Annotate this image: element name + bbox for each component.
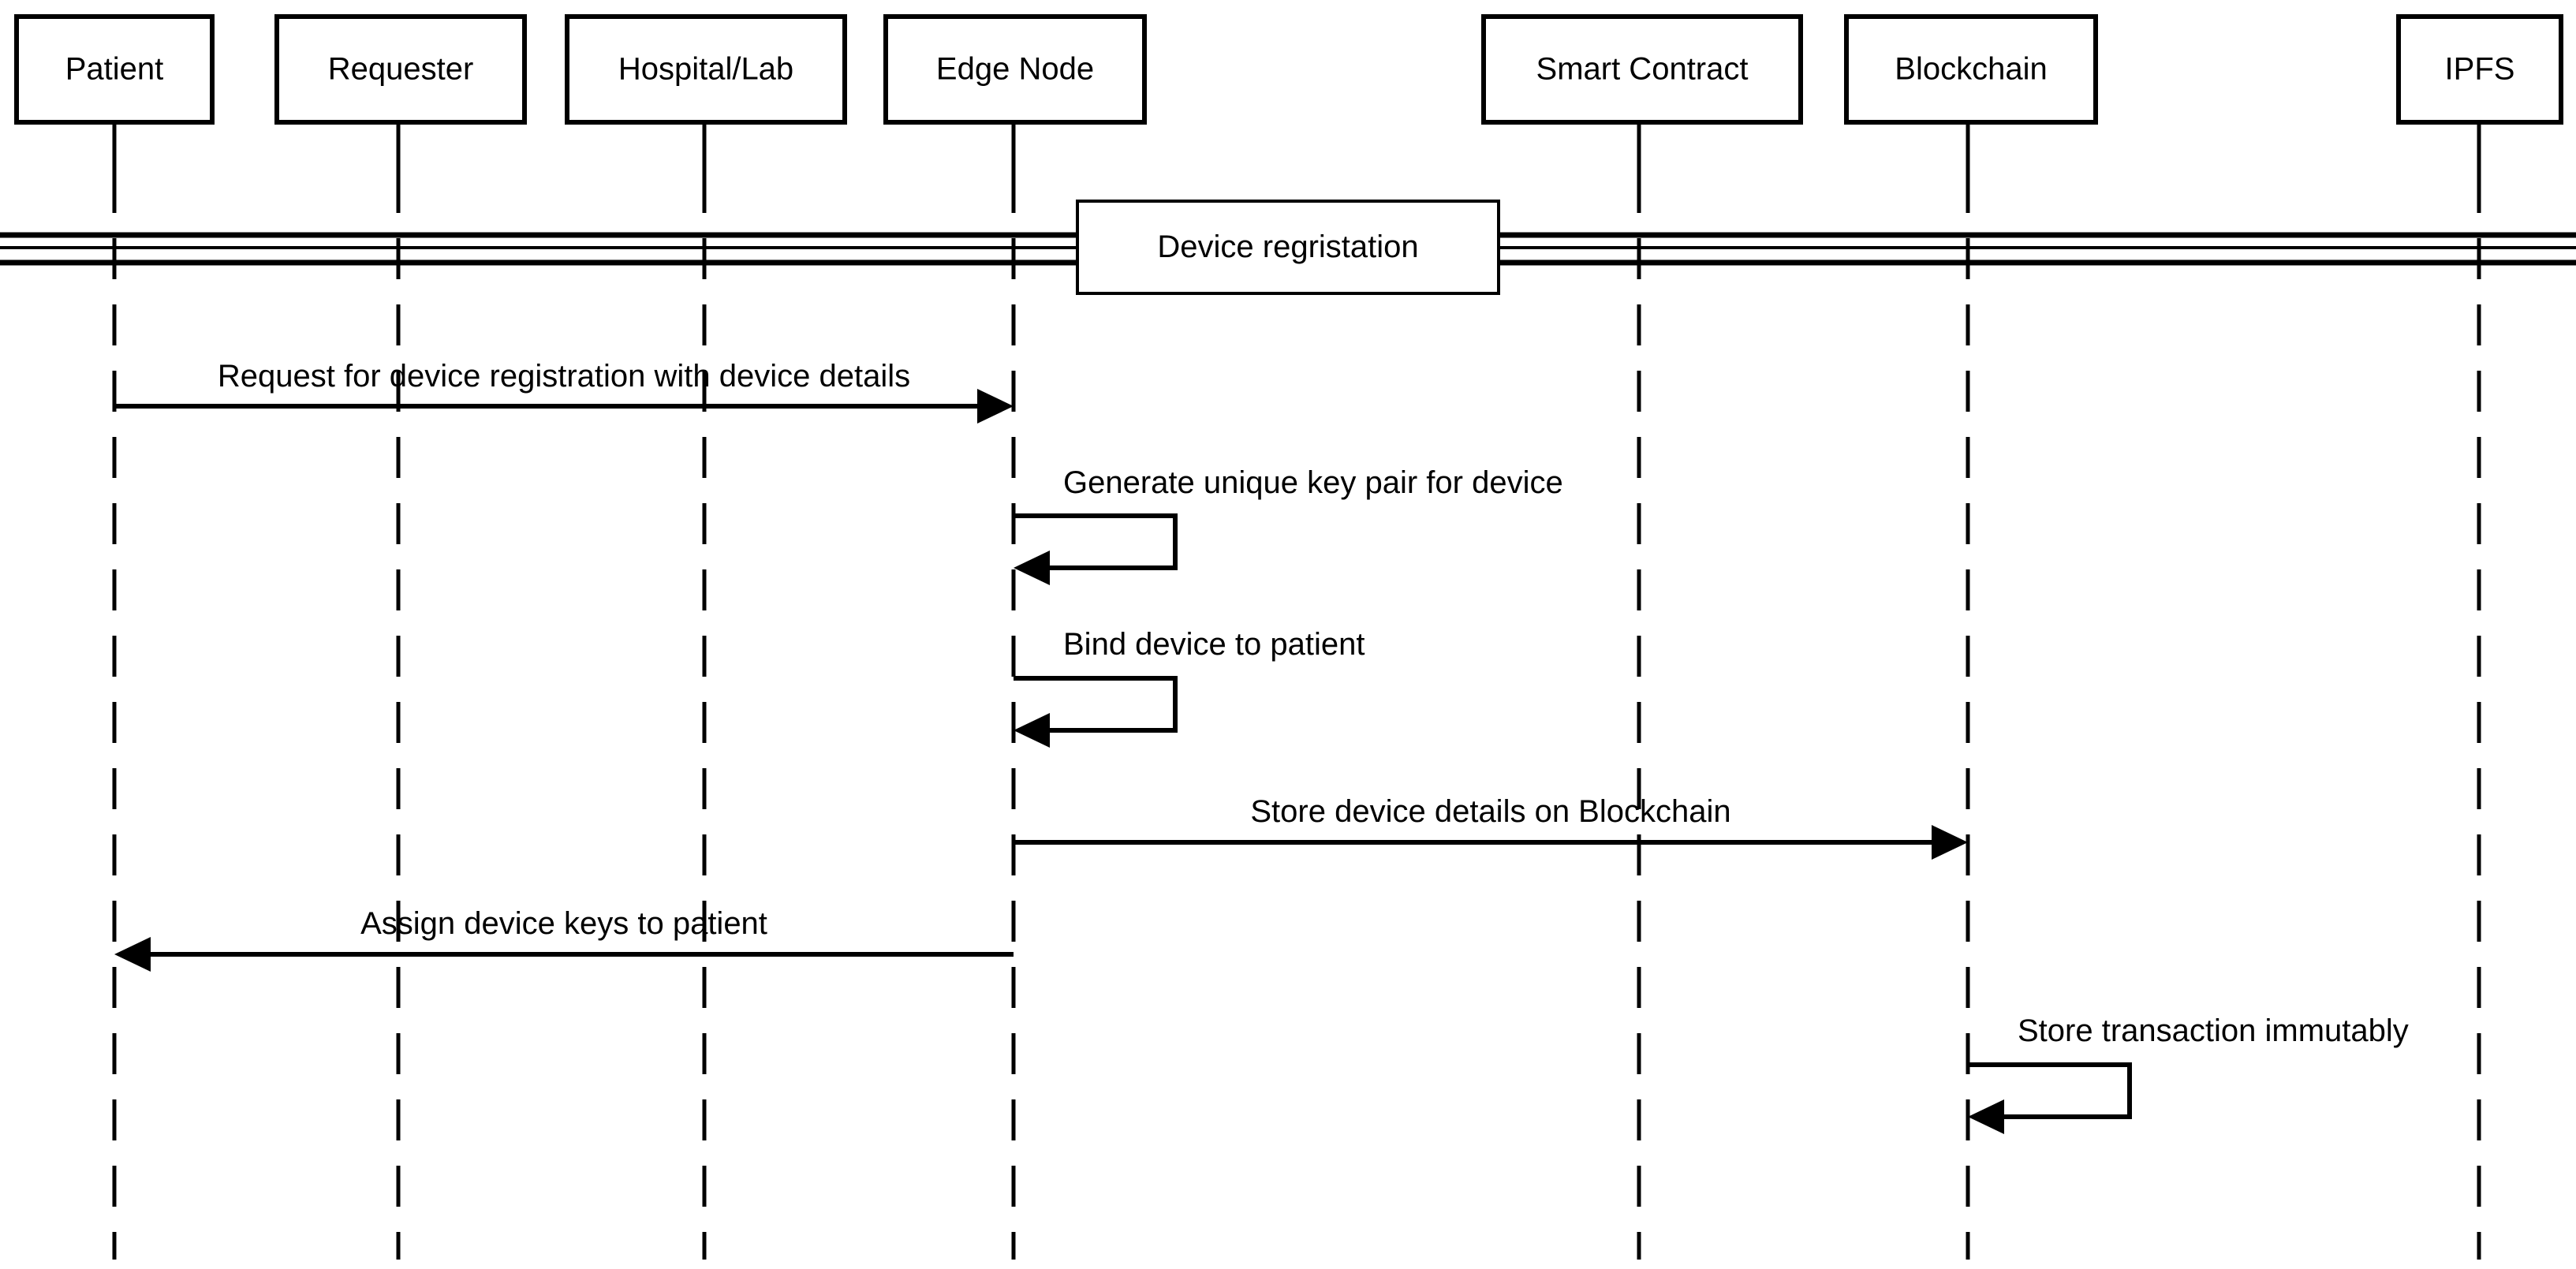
- msg-bind-device-to-patient[interactable]: Bind device to patient: [1014, 627, 1365, 748]
- lifeline-box-blockchain: [1844, 14, 2098, 125]
- lifeline-box-patient: [14, 14, 215, 125]
- msg-bind-device-to-patient-label: Bind device to patient: [1063, 627, 1365, 662]
- lifeline-label-smart_contract: Smart Contract: [1536, 52, 1749, 87]
- msg-request-device-registration[interactable]: Request for device registration with dev…: [114, 359, 1014, 424]
- msg-store-transaction-immutably-path: [1968, 1062, 2132, 1119]
- lifeline-box-edge_node: [883, 14, 1147, 125]
- lifeline-box-hospital_lab: [565, 14, 847, 125]
- lifeline-header-blockchain[interactable]: Blockchain: [1844, 14, 2098, 125]
- divider-layer: Device regristation: [0, 200, 2576, 295]
- messages-layer: Request for device registration with dev…: [114, 359, 2409, 1134]
- msg-bind-device-to-patient-path: [1014, 676, 1178, 733]
- msg-generate-key-pair[interactable]: Generate unique key pair for device: [1014, 465, 1563, 585]
- msg-bind-device-to-patient-arrowhead: [1014, 713, 1050, 748]
- divider-fragment[interactable]: Device regristation: [1076, 200, 1500, 295]
- msg-assign-device-keys-label: Assign device keys to patient: [360, 906, 767, 941]
- msg-request-device-registration-arrowhead: [977, 389, 1014, 424]
- lifeline-header-requester[interactable]: Requester: [274, 14, 527, 125]
- divider-box: [1076, 200, 1500, 295]
- msg-store-transaction-immutably-label: Store transaction immutably: [2018, 1013, 2409, 1048]
- lifeline-header-edge_node[interactable]: Edge Node: [883, 14, 1147, 125]
- lifelines-layer: [112, 125, 2481, 1260]
- lifeline-label-edge_node: Edge Node: [936, 52, 1094, 87]
- msg-request-device-registration-label: Request for device registration with dev…: [218, 359, 910, 394]
- lifeline-label-requester: Requester: [328, 52, 474, 87]
- msg-assign-device-keys[interactable]: Assign device keys to patient: [114, 906, 1014, 972]
- msg-assign-device-keys-arrowhead: [114, 937, 151, 972]
- msg-store-transaction-immutably[interactable]: Store transaction immutably: [1968, 1013, 2409, 1134]
- msg-generate-key-pair-arrowhead: [1014, 551, 1050, 585]
- lifeline-box-ipfs: [2396, 14, 2563, 125]
- lifeline-header-ipfs[interactable]: IPFS: [2396, 14, 2563, 125]
- divider-label: Device regristation: [1157, 230, 1418, 264]
- lifeline-box-smart_contract: [1481, 14, 1803, 125]
- lifeline-label-patient: Patient: [65, 52, 164, 87]
- msg-store-device-details-arrowhead: [1932, 825, 1968, 860]
- lifeline-box-requester: [274, 14, 527, 125]
- msg-store-device-details[interactable]: Store device details on Blockchain: [1014, 794, 1968, 860]
- lifeline-header-patient[interactable]: Patient: [14, 14, 215, 125]
- lifeline-header-smart_contract[interactable]: Smart Contract: [1481, 14, 1803, 125]
- lifeline-label-ipfs: IPFS: [2445, 52, 2515, 87]
- msg-store-transaction-immutably-arrowhead: [1968, 1099, 2004, 1134]
- msg-store-device-details-label: Store device details on Blockchain: [1250, 794, 1730, 829]
- lifeline-label-blockchain: Blockchain: [1895, 52, 2047, 87]
- lifeline-headers-layer: Patient Requester Hospital/Lab Edge Node Sma…: [14, 14, 2563, 125]
- msg-generate-key-pair-path: [1014, 513, 1178, 570]
- msg-generate-key-pair-label: Generate unique key pair for device: [1063, 465, 1563, 500]
- lifeline-label-hospital_lab: Hospital/Lab: [618, 52, 793, 87]
- lifeline-header-hospital_lab[interactable]: Hospital/Lab: [565, 14, 847, 125]
